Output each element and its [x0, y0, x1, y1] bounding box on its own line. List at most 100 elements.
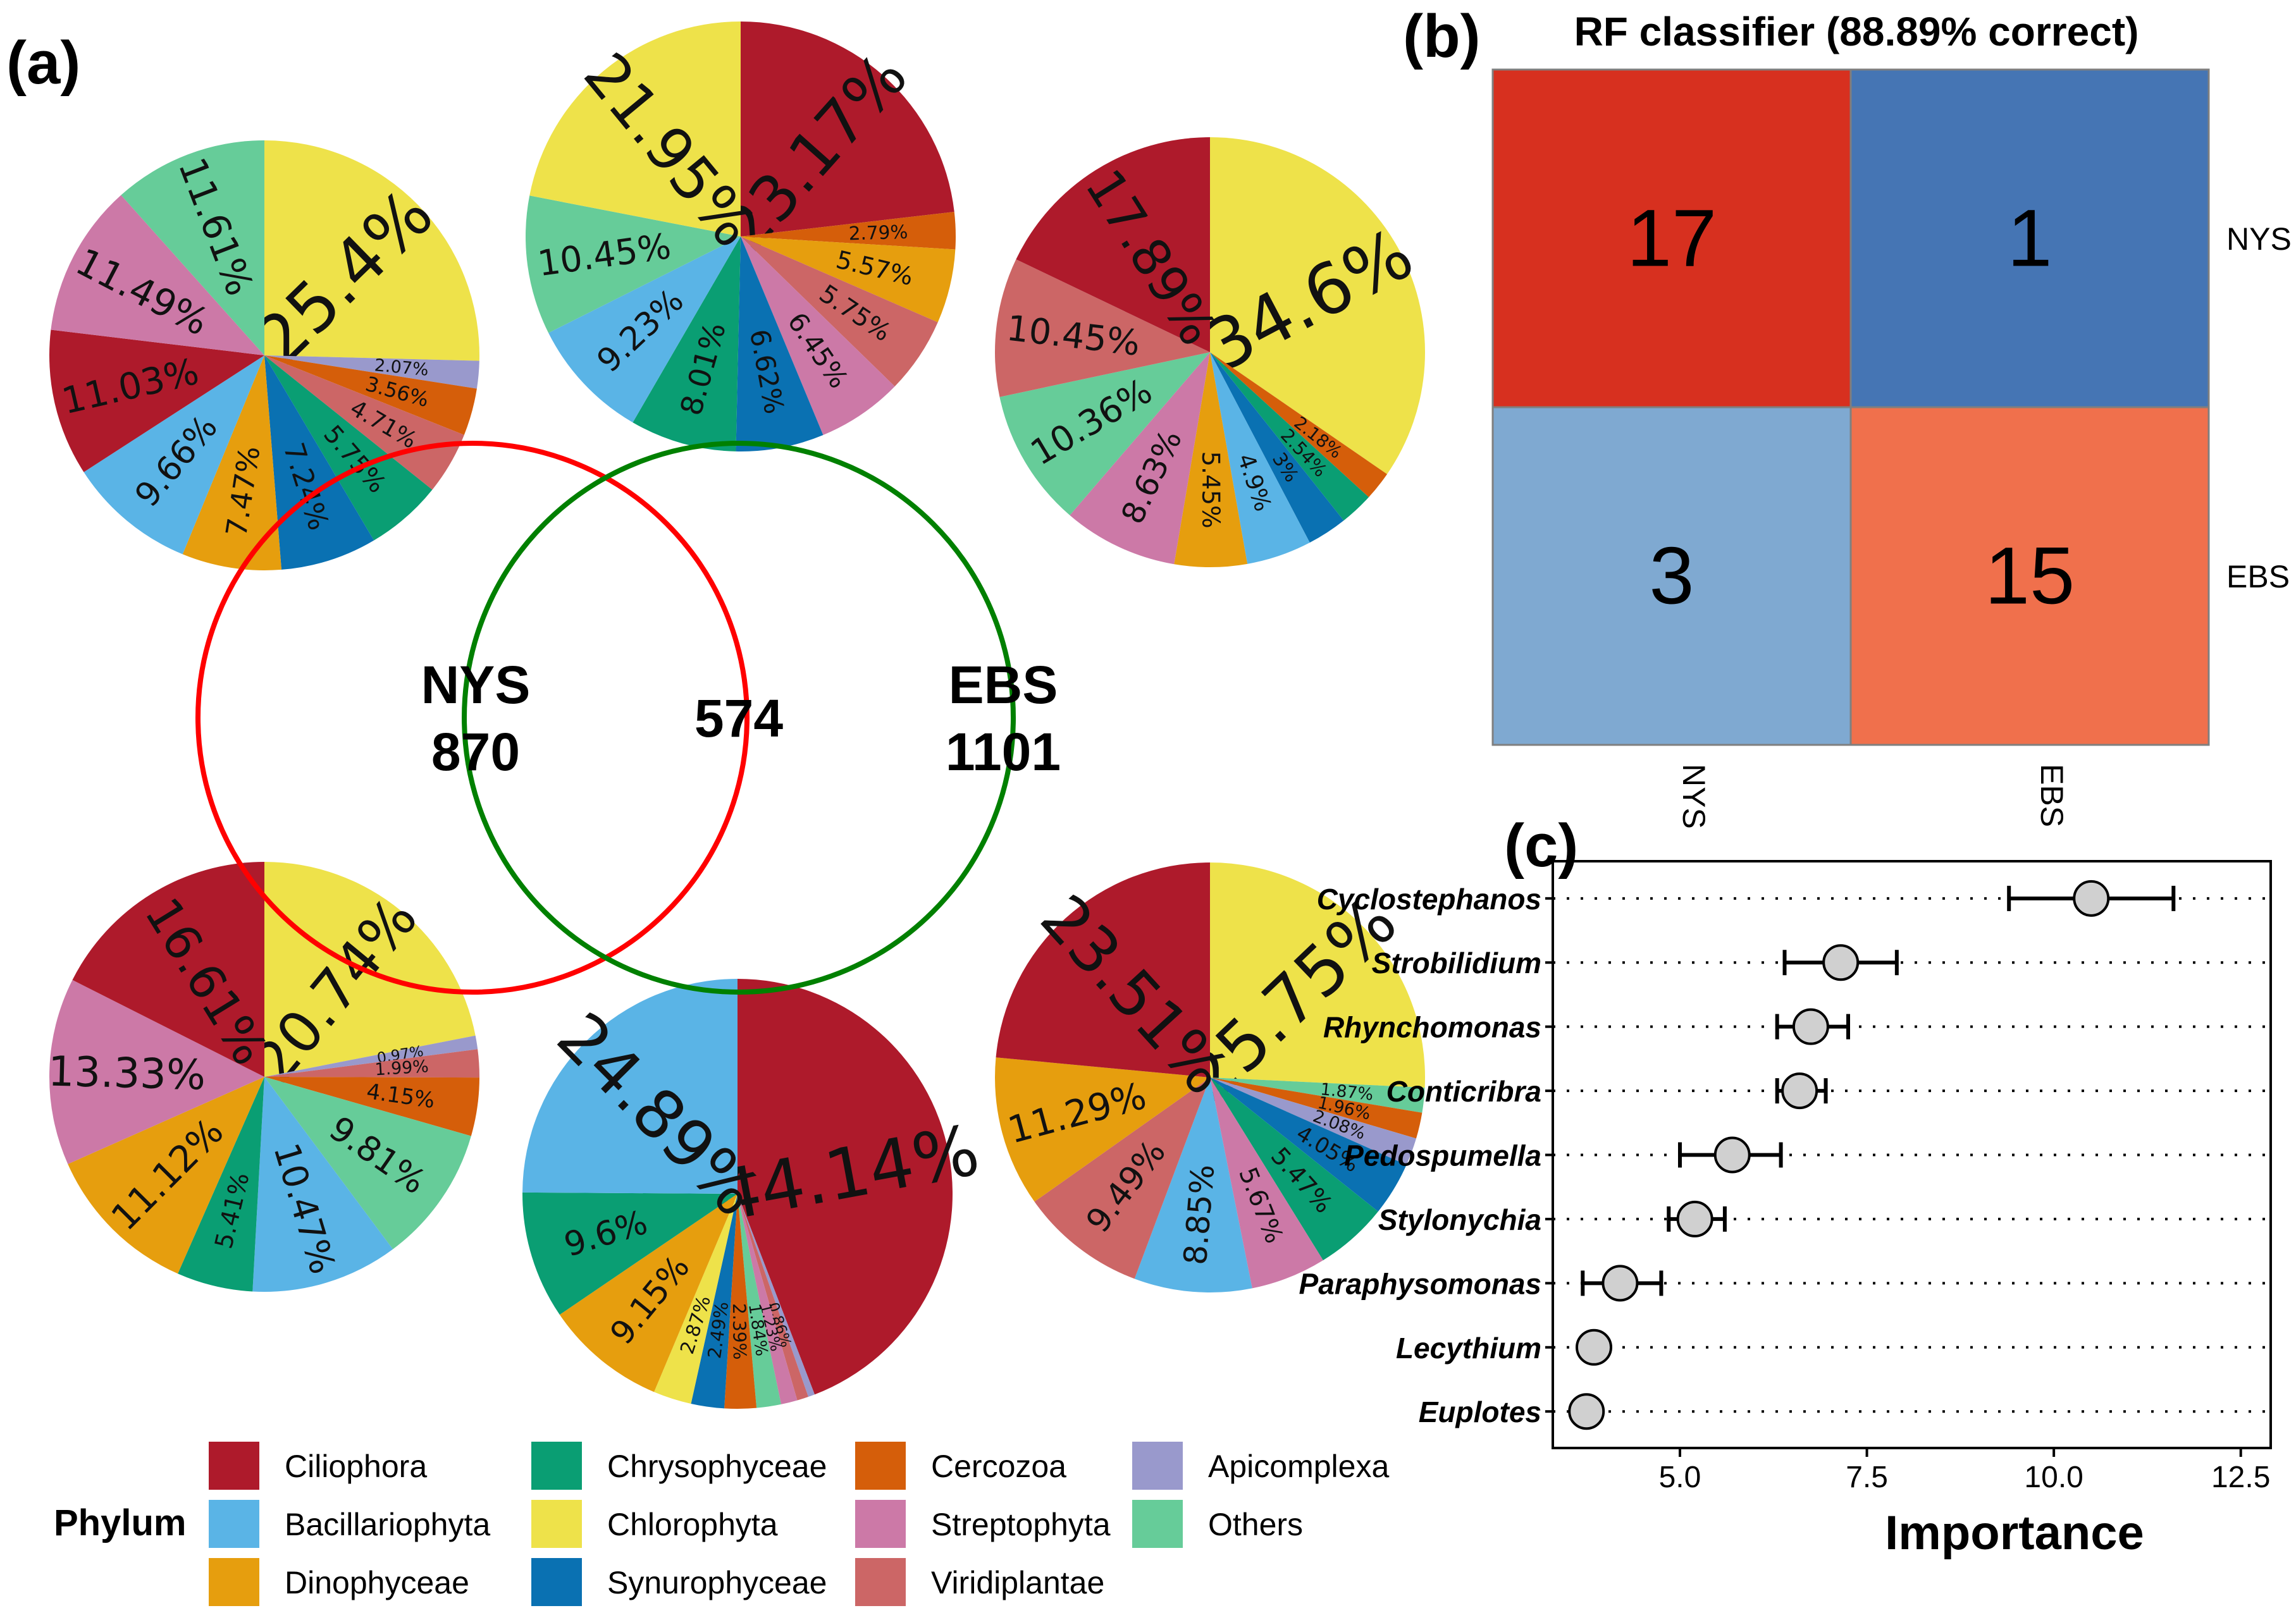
importance-x-tick-label: 10.0 [2024, 1461, 2083, 1494]
pie-slice-chlorophyta [1210, 137, 1425, 474]
pie-slice-bacillariophyta [1134, 1077, 1252, 1293]
confusion-matrix-title: RF classifier (88.89% correct) [1574, 9, 2139, 54]
panel-label-c: (c) [1504, 812, 1578, 880]
pie-slice-chrysophyceae [633, 236, 741, 451]
importance-point [2073, 880, 2110, 917]
pie-slice-bacillariophyta [252, 1077, 393, 1292]
pie-slice-others [999, 352, 1210, 515]
pie-slice-others [1210, 1077, 1425, 1113]
legend-swatch-cercozoa [855, 1442, 906, 1490]
pie-top-left: 25.4%2.07%3.56%4.71%5.75%7.24%7.47%9.66%… [49, 140, 479, 571]
legend-swatch-synurophyceae [531, 1558, 582, 1606]
legend-swatch-others [1132, 1500, 1183, 1548]
legend-swatch-bacillariophyta [209, 1500, 259, 1548]
pie-slice-viridiplantae [995, 259, 1210, 397]
pie-slice-chrysophyceae [178, 1077, 264, 1292]
importance-point [1602, 1265, 1639, 1302]
legend-label: Cercozoa [931, 1449, 1066, 1484]
legend-swatch-streptophyta [855, 1500, 906, 1548]
venn-right-name: EBS [949, 655, 1058, 715]
pie-slice-dinophyceae [559, 1194, 738, 1392]
pie-slice-ciliophora [1016, 137, 1210, 352]
confusion-cell-value: 17 [1627, 193, 1717, 284]
pie-slice-label: 8.85% [1176, 1163, 1222, 1266]
legend-title: Phylum [54, 1502, 187, 1543]
pie-slice-viridiplantae [1034, 1077, 1210, 1279]
pie-slice-viridiplantae [264, 1049, 479, 1078]
pie-slice-cercozoa [724, 1194, 757, 1409]
pie-slice-synurophyceae [691, 1194, 738, 1409]
pie-slice-chlorophyta [529, 21, 741, 236]
pie-slice-others [121, 140, 264, 355]
pie-slice-viridiplantae [264, 355, 464, 490]
pie-slice-chrysophyceae [1210, 352, 1369, 521]
pie-slice-ciliophora [741, 21, 954, 236]
importance-xlabel: Importance [1885, 1506, 2144, 1560]
pie-slice-label: 2.79% [848, 221, 908, 245]
panel-label-b: (b) [1403, 3, 1481, 70]
venn-left-name: NYS [421, 655, 531, 715]
pie-top-middle: 23.17%2.79%5.57%5.75%6.45%6.62%8.01%9.23… [526, 21, 956, 451]
importance-genus-label: Cyclostephanos [1317, 883, 1541, 916]
legend-label: Chrysophyceae [607, 1449, 827, 1484]
importance-genus-label: Rhynchomonas [1323, 1011, 1541, 1044]
pie-slice-chrysophyceae [1210, 1077, 1378, 1261]
legend-swatch-ciliophora [209, 1442, 259, 1490]
pie-slice-dinophyceae [68, 1077, 265, 1274]
importance-x-tick-label: 5.0 [1659, 1461, 1701, 1494]
importance-point [1781, 1072, 1818, 1110]
legend-label: Ciliophora [285, 1449, 427, 1484]
pie-slice-chrysophyceae [264, 355, 433, 541]
pie-bottom-left: 20.74%0.97%1.99%4.15%9.81%10.47%5.41%11.… [47, 861, 479, 1292]
pie-slice-streptophyta [49, 979, 265, 1164]
pie-bottom-middle: 44.14%0.86%1.23%1.84%2.39%2.49%2.87%9.15… [522, 979, 985, 1409]
pie-slice-streptophyta [738, 1194, 798, 1404]
panel-label-a: (a) [6, 29, 80, 97]
pie-slice-synurophyceae [1210, 352, 1344, 543]
legend-swatch-dinophyceae [209, 1558, 259, 1606]
venn-right-count: 1101 [946, 722, 1061, 782]
pie-slice-bacillariophyta [83, 355, 264, 555]
confusion-cell-value: 1 [2007, 193, 2052, 284]
pie-slice-viridiplantae [738, 1194, 808, 1401]
pie-slice-chlorophyta [264, 140, 479, 361]
legend: Phylum CiliophoraBacillariophytaDinophyc… [54, 1442, 1389, 1606]
importance-point [1676, 1200, 1713, 1237]
pie-slice-bacillariophyta [548, 236, 741, 423]
pie-slice-label: 1.99% [374, 1057, 429, 1079]
venn-circle-nys [195, 441, 750, 995]
importance-plot-frame [1552, 860, 2272, 1449]
pie-slice-label: 2.39% [729, 1303, 750, 1360]
legend-label: Streptophyta [931, 1507, 1111, 1542]
pie-slice-streptophyta [741, 236, 895, 435]
pie-slice-apicomplexa [264, 355, 479, 389]
confusion-cell-value: 15 [1985, 531, 2075, 622]
legend-swatch-chrysophyceae [531, 1442, 582, 1490]
pie-slice-streptophyta [1070, 352, 1210, 565]
importance-point [1822, 944, 1860, 981]
importance-plot: Importance CyclostephanosStrobilidiumRhy… [1299, 860, 2272, 1560]
pie-slice-cercozoa [741, 212, 956, 250]
pie-slice-ciliophora [738, 979, 953, 1395]
pie-bottom-right: 25.75%1.87%1.96%2.08%4.05%5.47%5.67%8.85… [995, 862, 1425, 1293]
confusion-cell [1849, 406, 2210, 746]
importance-genus-label: Conticribra [1386, 1075, 1541, 1108]
pie-slice-synurophyceae [1210, 1077, 1407, 1212]
pie-slice-ciliophora [72, 861, 264, 1077]
legend-label: Others [1208, 1507, 1303, 1542]
legend-label: Apicomplexa [1208, 1449, 1389, 1484]
pie-slice-apicomplexa [738, 1194, 815, 1397]
importance-point [1713, 1136, 1751, 1174]
venn-circle-ebs [462, 441, 1016, 995]
pie-slice-apicomplexa [1210, 1077, 1417, 1165]
legend-label: Chlorophyta [607, 1507, 778, 1542]
legend-label: Bacillariophyta [285, 1507, 490, 1542]
importance-genus-label: Paraphysomonas [1299, 1267, 1541, 1300]
importance-genus-label: Stylonychia [1378, 1203, 1541, 1236]
legend-label: Synurophyceae [607, 1565, 827, 1600]
pie-charts: 25.4%2.07%3.56%4.71%5.75%7.24%7.47%9.66%… [47, 21, 1426, 1409]
legend-label: Dinophyceae [285, 1565, 469, 1600]
confusion-cell [1491, 406, 1852, 746]
confusion-row-label: NYS [2226, 221, 2292, 257]
